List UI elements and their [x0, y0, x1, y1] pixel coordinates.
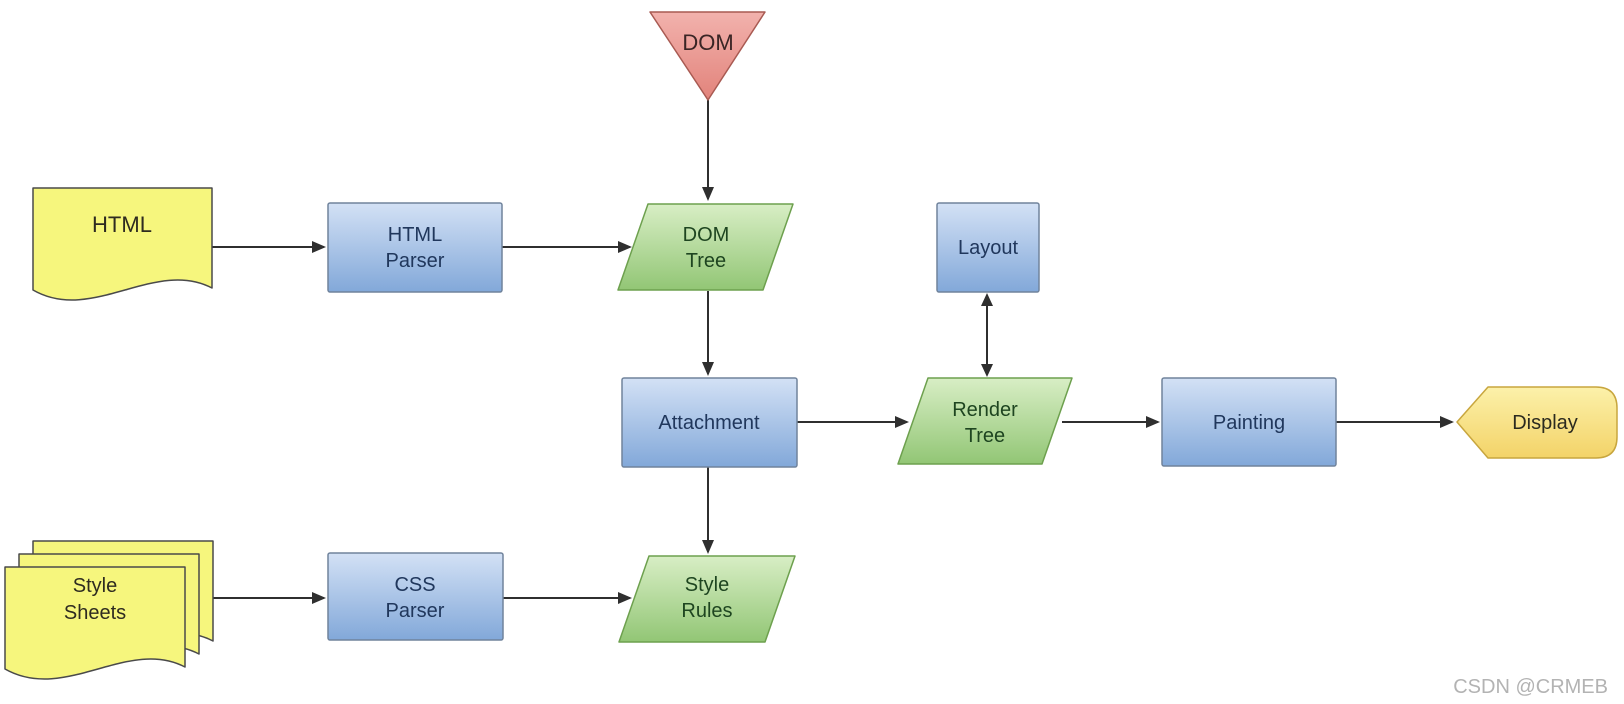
- style-sheet-front: [4, 566, 186, 680]
- dom-tree-parallelogram: [617, 203, 794, 291]
- html-document-label: HTML: [92, 212, 152, 237]
- process-boxes: [327, 202, 1337, 641]
- attachment-label: Attachment: [658, 412, 760, 434]
- style-sheets-stack: [4, 540, 214, 680]
- display-shape: [1456, 386, 1618, 459]
- css-parser-box: [327, 552, 504, 641]
- dom-triangle: [649, 11, 766, 101]
- display-label: Display: [1512, 412, 1578, 434]
- style-rules-parallelogram: [618, 555, 796, 643]
- arrowhead-down-icon: [981, 364, 993, 377]
- painting-label: Painting: [1213, 412, 1285, 434]
- watermark: CSDN @CRMEB: [1453, 676, 1608, 698]
- html-document-shape: [32, 187, 213, 301]
- arrowhead-up-icon: [981, 293, 993, 306]
- dom-triangle-label: DOM: [682, 30, 733, 55]
- tree-parallelograms: [617, 203, 1073, 643]
- attachment-box: [621, 377, 798, 468]
- painting-box: [1161, 377, 1337, 467]
- layout-label: Layout: [958, 237, 1018, 259]
- html-parser-box: [327, 202, 503, 293]
- connectors: [212, 100, 1454, 604]
- layout-box: [936, 202, 1040, 293]
- double-arrowheads: [981, 293, 993, 377]
- render-tree-parallelogram: [897, 377, 1073, 465]
